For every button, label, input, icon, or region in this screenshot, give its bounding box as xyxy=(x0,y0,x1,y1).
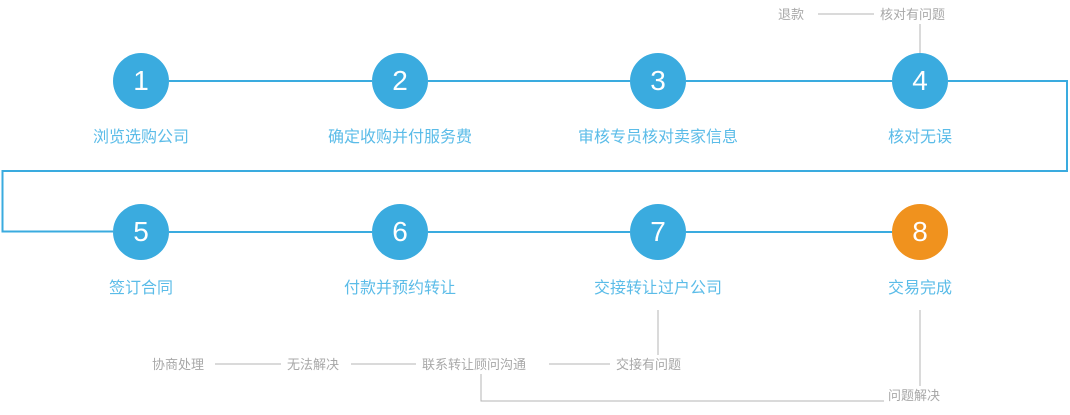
step-number-7: 7 xyxy=(650,216,666,247)
annotation-negotiate: 协商处理 xyxy=(148,358,209,371)
step-number-4: 4 xyxy=(912,65,928,96)
annotation-handover-issue: 交接有问题 xyxy=(612,358,686,371)
step-number-5: 5 xyxy=(133,216,149,247)
step-label-2: 确定收购并付服务费 xyxy=(327,129,473,146)
step-number-8: 8 xyxy=(912,216,928,247)
step-label-5: 签订合同 xyxy=(108,280,174,297)
annotation-refund: 退款 xyxy=(774,8,809,21)
step-label-6: 付款并预约转让 xyxy=(343,280,457,297)
connector-wrap-step4-to-step5 xyxy=(1,80,1068,233)
annotation-contact-advisor: 联系转让顾问沟通 xyxy=(418,358,531,371)
step-node-3[interactable]: 3 xyxy=(630,53,686,109)
step-node-4[interactable]: 4 xyxy=(892,53,948,109)
step-number-1: 1 xyxy=(133,65,149,96)
step-label-7: 交接转让过户公司 xyxy=(593,280,723,297)
step-node-8[interactable]: 8 xyxy=(892,204,948,260)
step-node-2[interactable]: 2 xyxy=(372,53,428,109)
step-label-4: 核对无误 xyxy=(887,129,953,146)
annotation-check-problem: 核对有问题 xyxy=(876,8,950,21)
step-label-3: 审核专员核对卖家信息 xyxy=(577,129,739,146)
step-node-6[interactable]: 6 xyxy=(372,204,428,260)
annotation-issue-resolved: 问题解决 xyxy=(884,389,945,402)
step-node-1[interactable]: 1 xyxy=(113,53,169,109)
step-number-2: 2 xyxy=(392,65,408,96)
connector-contact-advisor-to-issue-resolved xyxy=(480,374,884,402)
step-node-5[interactable]: 5 xyxy=(113,204,169,260)
step-label-8: 交易完成 xyxy=(887,280,953,297)
annotation-unresolvable: 无法解决 xyxy=(283,358,344,371)
step-node-7[interactable]: 7 xyxy=(630,204,686,260)
step-number-6: 6 xyxy=(392,216,408,247)
step-label-1: 浏览选购公司 xyxy=(92,129,190,146)
step-number-3: 3 xyxy=(650,65,666,96)
